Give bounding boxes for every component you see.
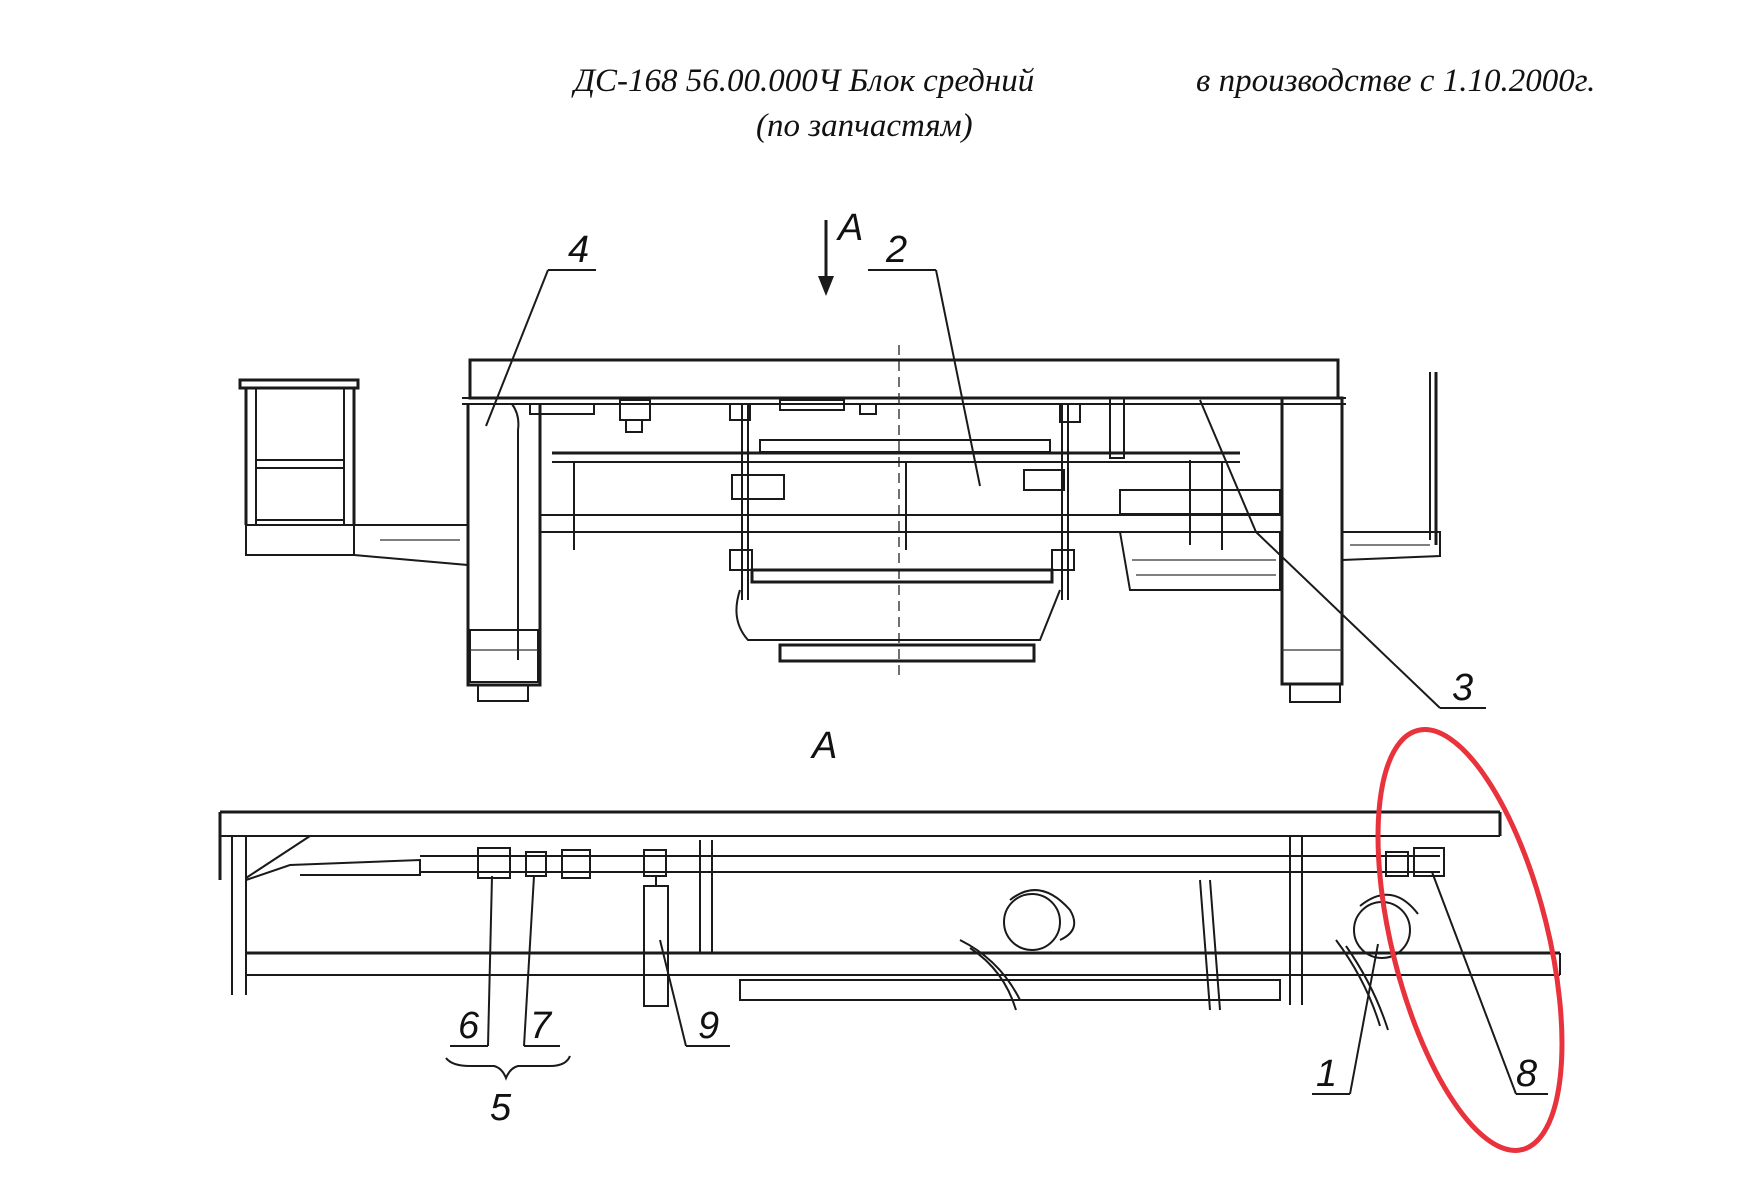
callout-5: 5: [490, 1087, 512, 1129]
callout-4: 4: [568, 229, 589, 271]
callout-6: 6: [458, 1005, 480, 1047]
callout-8: 8: [1516, 1053, 1537, 1095]
front-view: [238, 345, 1441, 703]
drawing-subtitle: (по запчастям): [756, 108, 973, 144]
callout-3: 3: [1452, 667, 1473, 709]
view-arrow: [818, 220, 834, 296]
production-date: в производстве с 1.10.2000г.: [1196, 63, 1596, 99]
callout-1: 1: [1316, 1053, 1337, 1095]
callout-2: 2: [885, 229, 907, 271]
view-arrow-label: A: [836, 207, 863, 249]
drawing-title: ДС-168 56.00.000Ч Блок средний: [574, 63, 1035, 99]
section-a-label: A: [810, 725, 837, 767]
section-view-a: [218, 810, 1561, 1031]
callout-9: 9: [698, 1005, 719, 1047]
callout-7: 7: [530, 1005, 553, 1047]
highlight-ellipse: [1375, 727, 1565, 1153]
